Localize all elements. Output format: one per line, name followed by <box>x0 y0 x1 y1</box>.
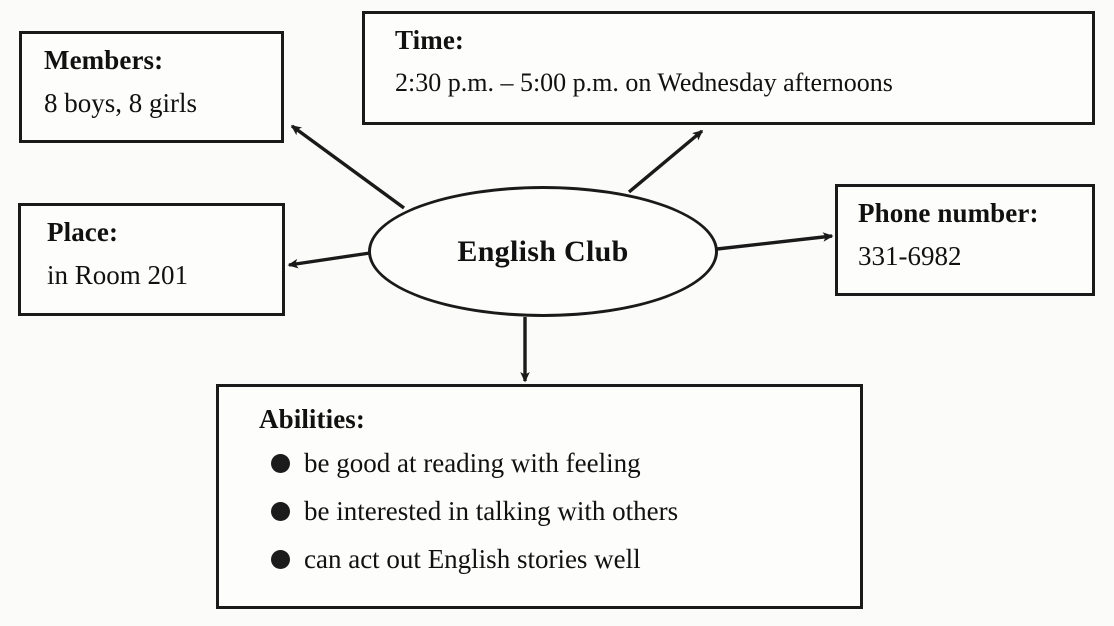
node-time: Time: 2:30 p.m. – 5:00 p.m. on Wednesday… <box>362 11 1095 125</box>
connector-center-to-phone <box>716 232 834 251</box>
center-node-english-club: English Club <box>368 186 718 317</box>
connector-center-to-place <box>287 251 371 269</box>
node-place-body: in Room 201 <box>47 259 189 290</box>
abilities-list: be good at reading with feeling be inter… <box>259 447 846 574</box>
node-phone-number-body: 331-6982 <box>858 240 962 271</box>
list-item: be interested in talking with others <box>271 495 846 526</box>
node-time-body: 2:30 p.m. – 5:00 p.m. on Wednesday after… <box>395 67 893 97</box>
node-members-body: 8 boys, 8 girls <box>44 87 198 118</box>
node-place-title: Place: <box>47 217 119 247</box>
ability-text: be good at reading with feeling <box>304 447 641 478</box>
node-abilities: Abilities: be good at reading with feeli… <box>216 384 863 609</box>
connector-center-to-time <box>627 129 704 194</box>
node-time-title: Time: <box>395 25 464 55</box>
node-place: Place: in Room 201 <box>18 203 285 316</box>
node-phone-number: Phone number: 331-6982 <box>835 184 1095 296</box>
list-item: can act out English stories well <box>271 543 846 574</box>
center-node-label: English Club <box>457 234 629 268</box>
ability-text: be interested in talking with others <box>304 495 679 526</box>
node-abilities-title: Abilities: <box>259 404 365 434</box>
node-phone-number-title: Phone number: <box>858 198 1039 228</box>
bullet-dot-icon <box>271 501 290 521</box>
node-members-title: Members: <box>44 45 164 75</box>
bullet-dot-icon <box>271 549 290 569</box>
list-item: be good at reading with feeling <box>271 447 846 478</box>
bullet-dot-icon <box>271 453 290 473</box>
ability-text: can act out English stories well <box>304 543 641 574</box>
node-members: Members: 8 boys, 8 girls <box>19 31 284 143</box>
connector-center-to-members <box>290 124 406 210</box>
